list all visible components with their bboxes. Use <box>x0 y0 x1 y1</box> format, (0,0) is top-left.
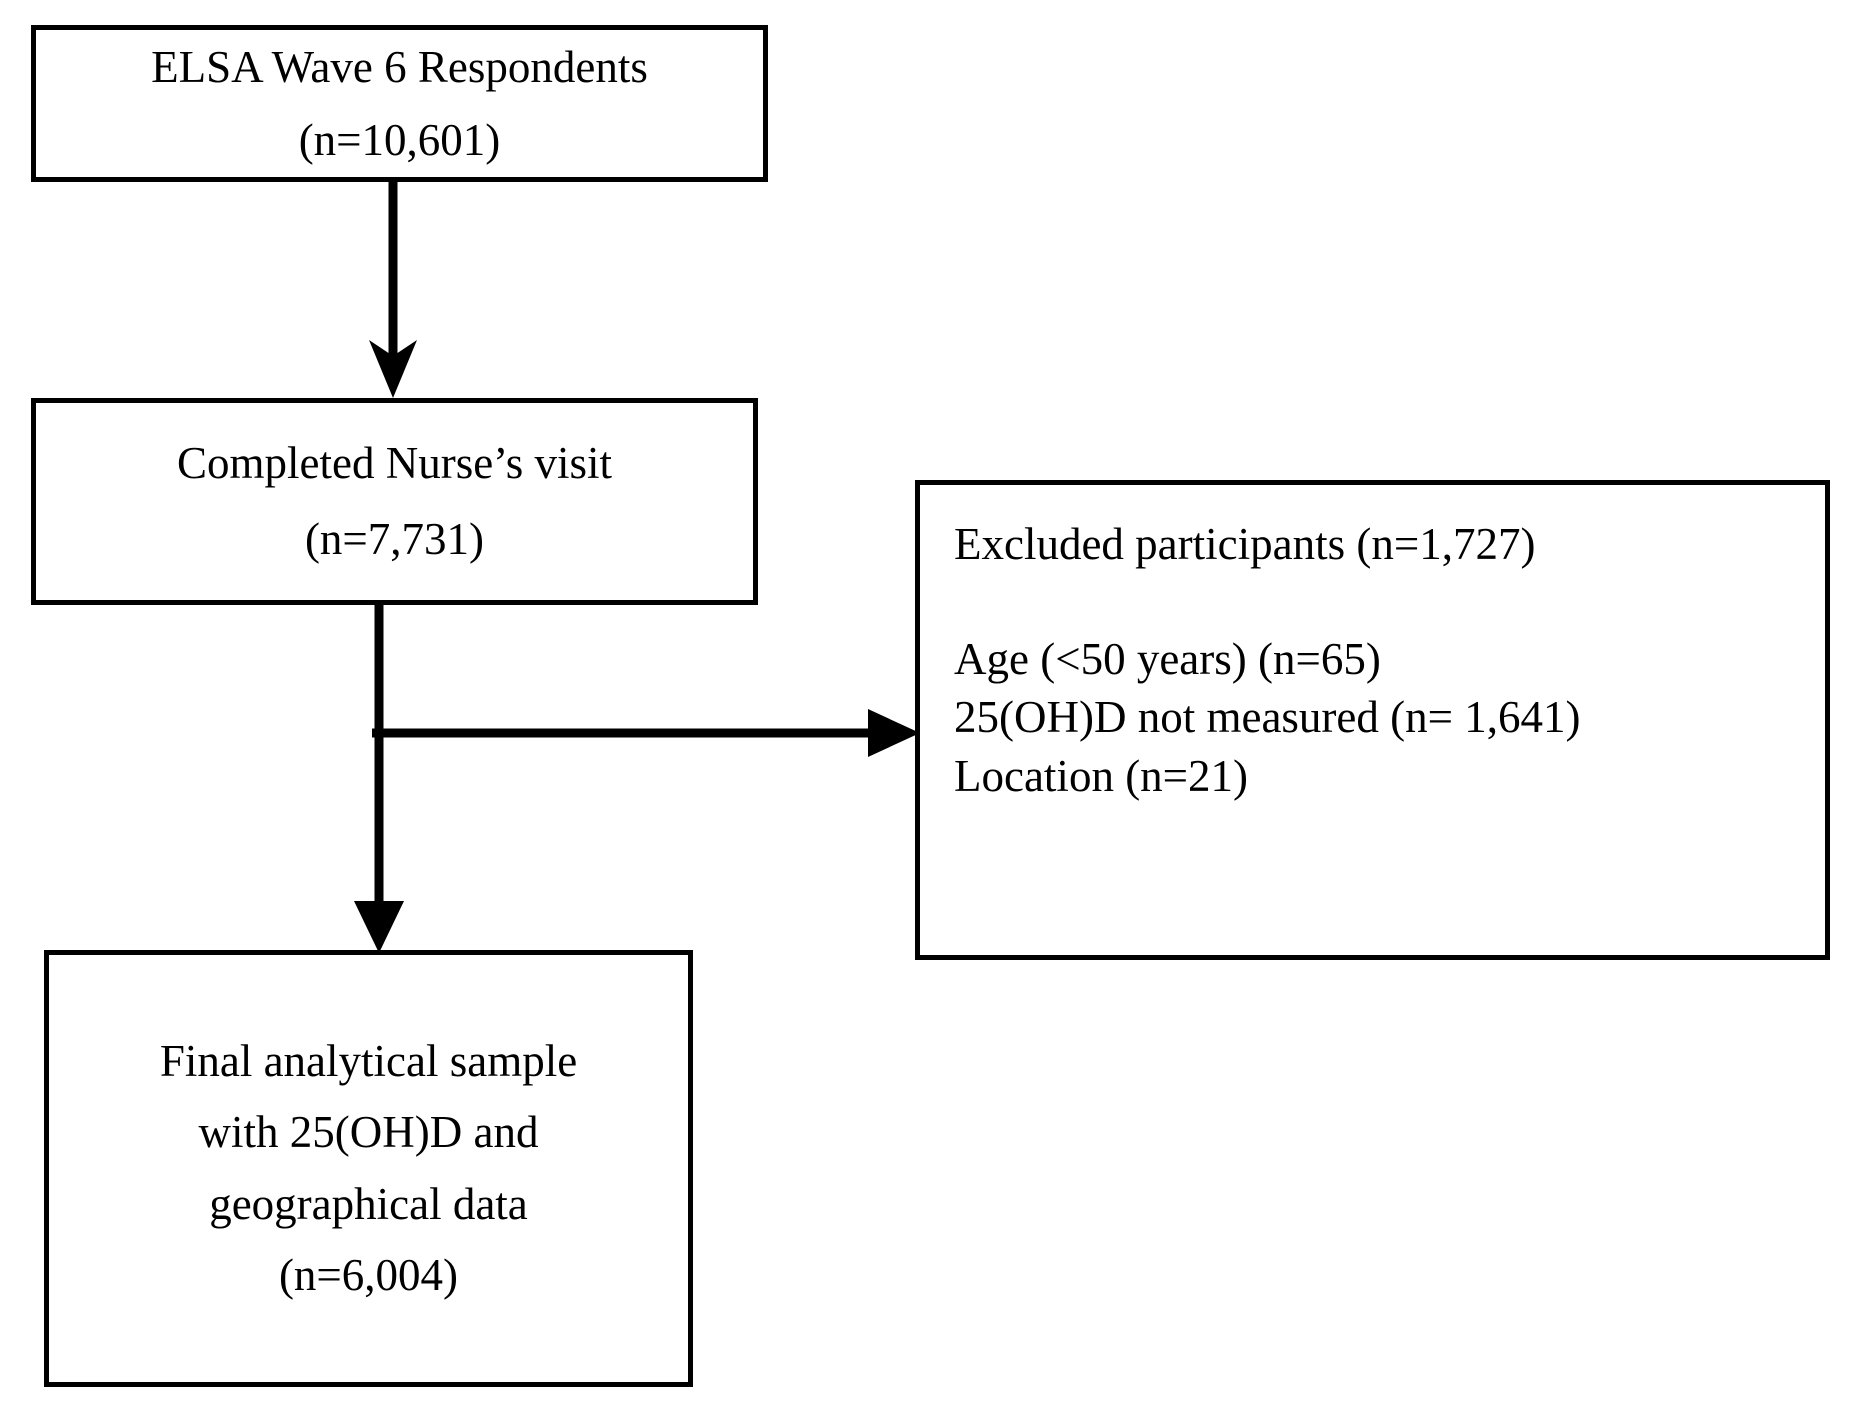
connector-nurse-visit-to-excluded <box>372 708 924 758</box>
node-excluded-line-2: Age (<50 years) (n=65) <box>954 633 1381 684</box>
node-final-line-4: (n=6,004) <box>278 1249 459 1300</box>
node-excluded-participants: Excluded participants (n=1,727) Age (<50… <box>915 480 1830 960</box>
node-excluded-line-4: Location (n=21) <box>954 750 1249 801</box>
connector-nurse-visit-to-final-sample <box>346 601 412 957</box>
node-final-line-3: geographical data <box>209 1178 528 1229</box>
node-nurse-visit-line-1: Completed Nurse’s visit <box>177 437 612 488</box>
node-nurse-visit-line-2: (n=7,731) <box>304 513 485 564</box>
node-respondents-line-2: (n=10,601) <box>298 114 501 165</box>
node-elsa-wave6-respondents: ELSA Wave 6 Respondents (n=10,601) <box>31 25 768 182</box>
node-excluded-line-1: Excluded participants (n=1,727) <box>954 519 1536 569</box>
node-final-analytical-sample: Final analytical sample with 25(OH)D and… <box>44 950 693 1387</box>
node-completed-nurse-visit: Completed Nurse’s visit (n=7,731) <box>31 398 758 605</box>
node-excluded-line-3: 25(OH)D not measured (n= 1,641) <box>954 692 1581 742</box>
node-final-line-1: Final analytical sample <box>159 1036 578 1087</box>
node-respondents-line-1: ELSA Wave 6 Respondents <box>151 41 648 92</box>
connector-respondents-to-nurse-visit <box>360 178 426 404</box>
node-final-line-2: with 25(OH)D and <box>198 1107 539 1158</box>
